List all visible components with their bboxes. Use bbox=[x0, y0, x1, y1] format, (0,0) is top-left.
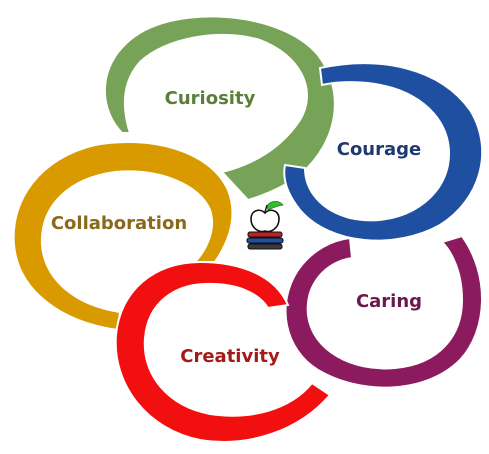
book-bottom bbox=[247, 243, 283, 250]
courage-label: Courage bbox=[337, 139, 422, 160]
apple-on-books-icon bbox=[246, 200, 284, 250]
book-top bbox=[247, 231, 283, 238]
curiosity-label: Curiosity bbox=[165, 88, 256, 109]
caring-label: Caring bbox=[356, 291, 422, 312]
apple-leaf bbox=[266, 200, 284, 211]
curiosity-ring bbox=[103, 15, 336, 202]
book-middle bbox=[246, 237, 284, 244]
collaboration-label: Collaboration bbox=[51, 213, 187, 234]
creativity-label: Creativity bbox=[180, 346, 280, 367]
courage-ring bbox=[283, 62, 484, 242]
apple-body bbox=[250, 209, 280, 233]
creativity-ring bbox=[114, 260, 332, 443]
caring-ring-group: Caring bbox=[284, 234, 483, 389]
caring-ring bbox=[284, 234, 483, 389]
collaboration-ring-group: Collaboration bbox=[12, 141, 234, 332]
courage-ring-group: Courage bbox=[283, 62, 484, 242]
collaboration-ring bbox=[12, 141, 234, 332]
apple-stem bbox=[264, 204, 268, 213]
creativity-ring-group: Creativity bbox=[114, 260, 332, 443]
curiosity-ring-group: Curiosity bbox=[103, 15, 336, 202]
